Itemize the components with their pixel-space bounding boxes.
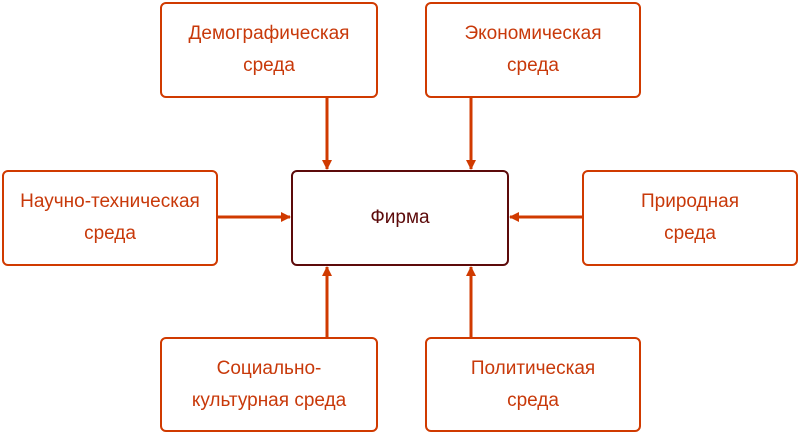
node-natural-line2: среда [664, 223, 716, 244]
node-economic: Экономическая среда [425, 2, 641, 98]
node-demographic-line1: Демографическая [188, 23, 350, 44]
node-natural: Природная среда [582, 170, 798, 266]
node-economic-line1: Экономическая [464, 23, 602, 44]
node-sociocultural: Социально- культурная среда [160, 337, 378, 432]
node-scitech-line2: среда [84, 223, 136, 244]
node-demographic: Демографическая среда [160, 2, 378, 98]
node-economic-line2: среда [507, 55, 559, 76]
node-political: Политическая среда [425, 337, 641, 432]
node-sociocultural-line1: Социально- [216, 357, 322, 379]
node-scitech: Научно-техническая среда [2, 170, 218, 266]
node-demographic-line2: среда [243, 55, 295, 76]
node-natural-line1: Природная [641, 191, 739, 212]
node-sociocultural-line2: культурная среда [191, 389, 347, 411]
node-political-line2: среда [507, 389, 559, 411]
node-firm: Фирма [291, 170, 509, 266]
node-political-line1: Политическая [470, 357, 596, 379]
node-firm-label: Фирма [370, 207, 430, 228]
node-scitech-line1: Научно-техническая [20, 191, 200, 212]
